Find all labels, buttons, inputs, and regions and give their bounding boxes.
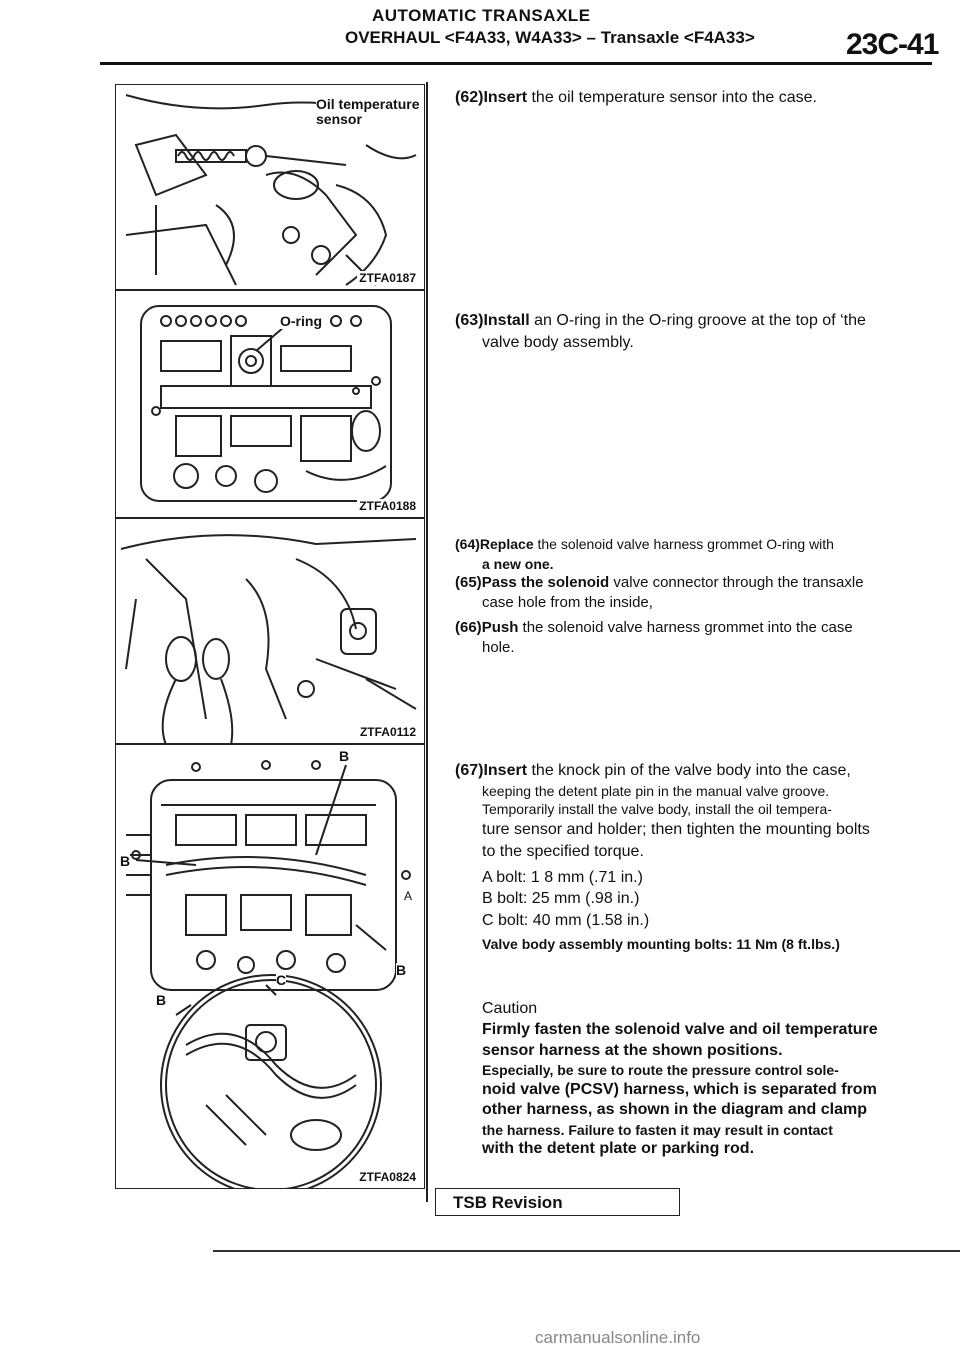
figure-oil-temp-sensor: Oil temperature sensor ZTFA0187 [115,84,425,290]
figure-id: ZTFA0112 [357,725,418,739]
step-67: (67)Insert the knock pin of the valve bo… [455,762,870,953]
callout-oil-temp-sensor: Oil temperature sensor [316,96,421,127]
caution-title: Caution [482,1000,538,1017]
caution-block: Caution Firmly fasten the solenoid valve… [455,999,930,1160]
label-a: A [404,889,413,903]
page-number: 23C-41 [846,28,939,61]
label-b-left: B [120,853,131,869]
illustration-valve-body-o-ring [140,305,392,502]
figure-id: ZTFA0187 [357,271,418,285]
section-title: AUTOMATIC TRANSAXLE [372,6,591,25]
step-63: (63)Install an O-ring in the O-ring groo… [455,312,866,351]
figure-id: ZTFA0824 [357,1170,418,1184]
column-divider [426,82,428,1202]
illustration-solenoid-harness [120,534,417,743]
label-c: C [276,972,287,988]
step-66: (66)Push the solenoid valve harness grom… [455,619,853,657]
step-65: (65)Pass the solenoid valve connector th… [455,574,864,612]
label-b-top: B [339,748,350,764]
tsb-revision-box: TSB Revision [435,1188,680,1216]
figure-solenoid-harness: ZTFA0112 [115,518,425,744]
page-header: AUTOMATIC TRANSAXLE OVERHAUL <F4A33, W4A… [0,0,960,70]
label-b-bottom: B [156,992,167,1008]
watermark: carmanualsonline.info [535,1328,701,1347]
section-subtitle: OVERHAUL <F4A33, W4A33> – Transaxle <F4A… [345,28,755,47]
footer-rule [213,1250,960,1252]
label-b-right: B [396,962,407,978]
step-64: (64)Replace the solenoid valve harness g… [455,536,834,573]
header-rule [100,62,932,65]
illustration-harness-routing [126,760,411,1188]
figure-o-ring: O-ring ZTFA0188 [115,290,425,518]
step-62: (62)Insert the oil temperature sensor in… [455,89,817,106]
figure-id: ZTFA0188 [357,499,418,513]
callout-o-ring: O-ring [280,313,322,329]
figure-harness-routing: B B A B C B ZTFA0824 [115,744,425,1189]
